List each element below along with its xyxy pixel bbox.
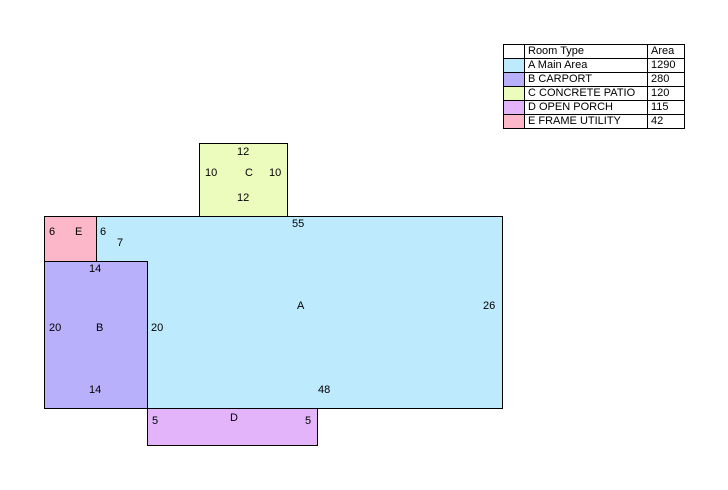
room-e-frame-utility <box>44 216 97 262</box>
room-c-right-dimension: 10 <box>269 167 282 179</box>
room-b-left-dimension: 20 <box>49 322 62 334</box>
room-a-inner-dimension: 7 <box>117 237 124 249</box>
room-e-letter: E <box>75 226 83 238</box>
legend-row: C CONCRETE PATIO 120 <box>503 86 685 101</box>
legend-header-swatch <box>503 44 525 59</box>
legend-header-row: Room Type Area <box>503 44 685 59</box>
legend-swatch-carport <box>503 72 525 87</box>
legend-room-name: C CONCRETE PATIO <box>524 86 648 101</box>
legend-swatch-concrete-patio <box>503 86 525 101</box>
legend-room-name: B CARPORT <box>524 72 648 87</box>
legend-row: B CARPORT 280 <box>503 72 685 87</box>
room-a-top-dimension: 55 <box>292 218 305 230</box>
legend-room-name: D OPEN PORCH <box>524 100 648 115</box>
legend-room-area: 120 <box>647 86 685 101</box>
legend-room-area: 42 <box>647 114 685 129</box>
room-e-left-dimension: 6 <box>49 226 56 238</box>
legend-row: D OPEN PORCH 115 <box>503 100 685 115</box>
room-a-bottom-dimension: 48 <box>318 384 331 396</box>
legend-room-name: A Main Area <box>524 58 648 73</box>
legend-header-area: Area <box>647 44 685 59</box>
room-c-bottom-dimension: 12 <box>237 192 250 204</box>
legend-swatch-frame-utility <box>503 114 525 129</box>
room-c-concrete-patio <box>199 143 288 217</box>
room-d-open-porch <box>147 408 318 446</box>
legend-swatch-open-porch <box>503 100 525 115</box>
legend-row: A Main Area 1290 <box>503 58 685 73</box>
room-b-letter: B <box>96 322 104 334</box>
legend-room-area: 280 <box>647 72 685 87</box>
legend-room-area: 1290 <box>647 58 685 73</box>
room-a-left-dimension: 20 <box>151 322 164 334</box>
room-d-left-dimension: 5 <box>152 415 159 427</box>
room-d-right-dimension: 5 <box>305 415 312 427</box>
room-c-letter: C <box>245 167 253 179</box>
legend-room-name: E FRAME UTILITY <box>524 114 648 129</box>
legend-room-area: 115 <box>647 100 685 115</box>
room-b-carport <box>44 261 148 409</box>
room-b-bottom-dimension: 14 <box>89 384 102 396</box>
room-d-letter: D <box>230 412 238 424</box>
legend-row: E FRAME UTILITY 42 <box>503 114 685 129</box>
legend-header-room-type: Room Type <box>524 44 648 59</box>
room-b-top-dimension: 14 <box>89 263 102 275</box>
room-a-right-dimension: 26 <box>483 300 496 312</box>
room-c-left-dimension: 10 <box>205 167 218 179</box>
room-a-letter: A <box>297 300 305 312</box>
legend-swatch-main-area <box>503 58 525 73</box>
room-legend-table: Room Type Area A Main Area 1290 B CARPOR… <box>503 44 685 129</box>
room-a-main-area <box>96 216 503 409</box>
room-c-top-dimension: 12 <box>237 146 250 158</box>
room-e-right-dimension: 6 <box>100 226 107 238</box>
